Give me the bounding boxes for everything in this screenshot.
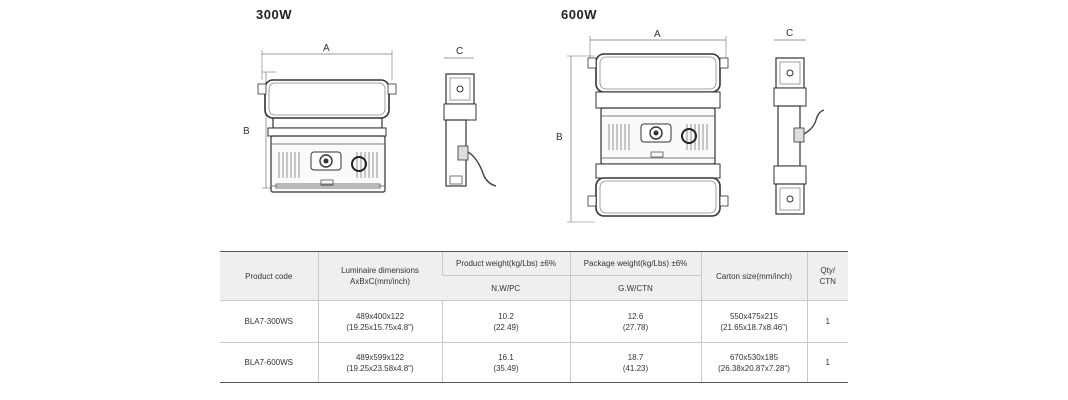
- cell-gross-weight: 18.7 (41.23): [569, 342, 701, 383]
- drawing-600w-front: A B: [556, 29, 729, 223]
- cell-carton-size-mm: 550x475x215: [729, 311, 779, 321]
- cell-dimensions-inch: (19.25x23.58x4.8"): [346, 363, 414, 373]
- header-product-code: Product code: [220, 251, 318, 301]
- drawing-300w-front: A B: [243, 43, 397, 193]
- table-row: BLA7-300WS 489x400x122 (19.25x15.75x4.8"…: [220, 300, 848, 343]
- dimension-c-300w: C: [456, 46, 463, 57]
- cell-qty: 1: [806, 300, 848, 343]
- drawing-600w-side: C: [773, 28, 825, 215]
- cell-product-code: BLA7-600WS: [220, 342, 318, 383]
- cell-dimensions: 489x400x122 (19.25x15.75x4.8"): [317, 300, 442, 343]
- cell-dimensions-mm: 489x400x122: [355, 311, 405, 321]
- header-product-weight: Product weight(kg/Lbs) ±6%: [441, 251, 570, 276]
- dimension-b-600w: B: [556, 132, 563, 143]
- header-luminaire-dimensions-sub: AxBxC(mm/inch): [349, 277, 410, 286]
- header-nw-pc: N.W/PC: [442, 275, 570, 301]
- header-luminaire-dimensions: Luminaire dimensions AxBxC(mm/inch): [317, 251, 442, 301]
- cell-gross-weight-lbs: (41.23): [622, 363, 649, 373]
- variant-label-600w: 600W: [561, 7, 597, 22]
- cell-net-weight-lbs: (35.49): [493, 363, 519, 373]
- table-row: BLA7-600WS 489x599x122 (19.25x23.58x4.8"…: [220, 342, 848, 383]
- dimension-a-300w: A: [323, 43, 330, 54]
- header-carton-size: Carton size(mm/inch): [700, 251, 807, 301]
- cell-dimensions-inch: (19.25x15.75x4.8"): [346, 322, 414, 332]
- cell-net-weight-kg: 10.2: [498, 311, 514, 321]
- cell-net-weight: 10.2 (22.49): [441, 300, 570, 343]
- cell-gross-weight-lbs: (27.78): [622, 322, 649, 332]
- cell-qty: 1: [806, 342, 848, 383]
- header-qty-ctn: Qty/ CTN: [806, 251, 848, 301]
- header-package-weight: Package weight(kg/Lbs) ±6%: [569, 251, 701, 276]
- cell-gross-weight-kg: 18.7: [627, 352, 644, 362]
- dimension-c-600w: C: [786, 28, 793, 39]
- cell-net-weight-kg: 16.1: [498, 352, 514, 362]
- cell-net-weight-lbs: (22.49): [493, 322, 519, 332]
- cell-carton-size-mm: 670x530x185: [729, 352, 779, 362]
- cell-net-weight: 16.1 (35.49): [441, 342, 570, 383]
- cell-carton-size: 550x475x215 (21.65x18.7x8.46"): [700, 300, 807, 343]
- header-luminaire-dimensions-label: Luminaire dimensions: [341, 266, 419, 275]
- cell-gross-weight: 12.6 (27.78): [569, 300, 701, 343]
- header-gw-ctn: G.W/CTN: [569, 275, 701, 301]
- spec-table: Product code Luminaire dimensions AxBxC(…: [220, 251, 848, 383]
- dimension-a-600w: A: [654, 29, 661, 40]
- drawing-300w-side: C: [443, 46, 497, 187]
- cell-dimensions-mm: 489x599x122: [355, 352, 405, 362]
- cell-dimensions: 489x599x122 (19.25x23.58x4.8"): [317, 342, 442, 383]
- cell-carton-size: 670x530x185 (26.38x20.87x7.28"): [700, 342, 807, 383]
- dimension-b-300w: B: [243, 126, 250, 137]
- cell-product-code: BLA7-300WS: [220, 300, 318, 343]
- cell-gross-weight-kg: 12.6: [627, 311, 644, 321]
- variant-label-300w: 300W: [256, 7, 292, 22]
- cell-carton-size-inch: (26.38x20.87x7.28"): [718, 363, 790, 373]
- technical-drawings: A B C A B: [243, 28, 825, 223]
- cell-carton-size-inch: (21.65x18.7x8.46"): [720, 322, 788, 332]
